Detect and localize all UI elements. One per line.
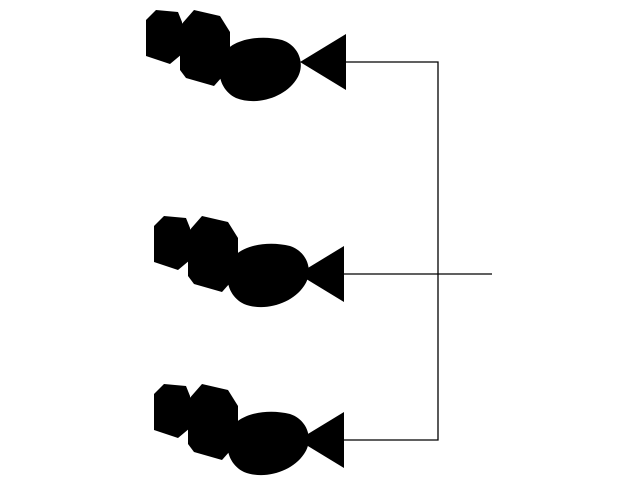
arrow-middle: [298, 246, 344, 302]
bulb-socket-icon: [146, 10, 301, 102]
arrow-top: [300, 34, 346, 90]
leader-lines: [344, 61, 492, 441]
leader-bracket: [344, 61, 439, 441]
bulb-socket-icon: [154, 216, 309, 308]
bulb-socket-icon: [154, 384, 309, 476]
arrow-bottom: [298, 412, 344, 468]
